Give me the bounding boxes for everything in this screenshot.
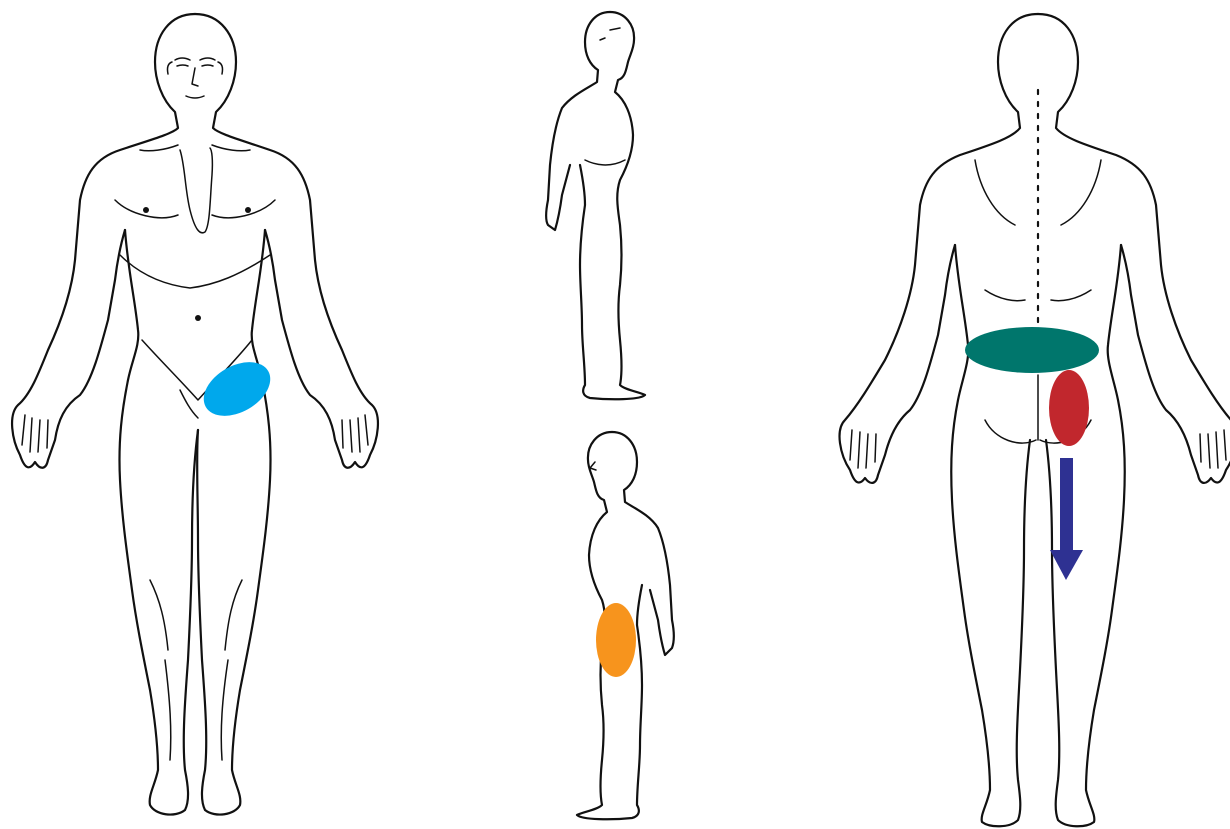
front-body-figure bbox=[12, 14, 378, 815]
side-thigh-pain-marker bbox=[596, 603, 636, 677]
back-radiation-arrow bbox=[1050, 458, 1083, 580]
side-view-top-figure bbox=[546, 12, 645, 399]
back-body-figure bbox=[840, 14, 1230, 826]
back-lumbar-pain-marker bbox=[965, 327, 1099, 373]
back-buttock-pain-marker bbox=[1049, 370, 1089, 446]
